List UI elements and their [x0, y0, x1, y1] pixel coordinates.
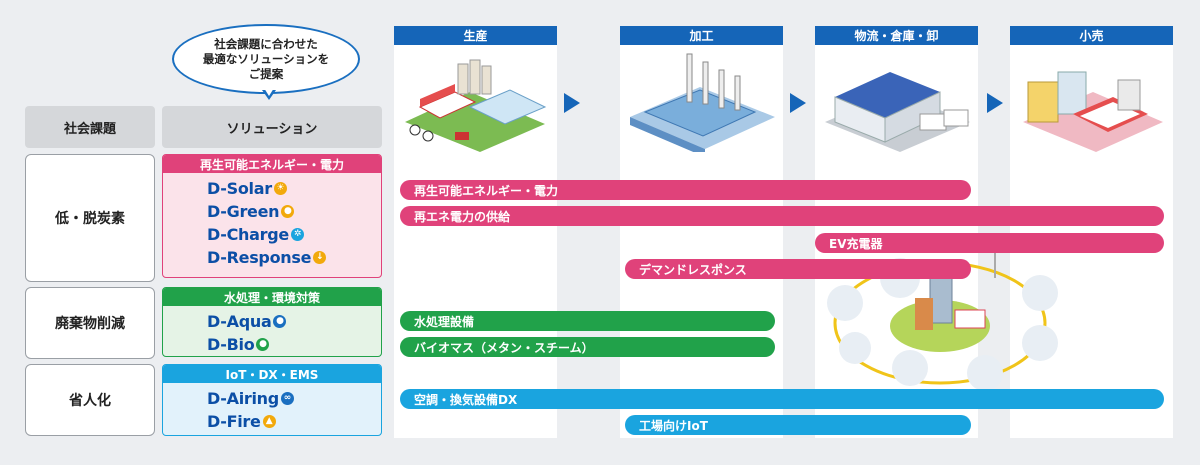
issue-label: 省人化: [69, 393, 111, 409]
product-d-green[interactable]: D-Green●: [163, 200, 381, 223]
bar-ev-charger[interactable]: EV充電器: [815, 233, 1164, 253]
solution-group-iot: IoT・DX・EMS D-Airing∞ D-Fire▲: [162, 364, 382, 436]
farm-illustration: [405, 59, 547, 152]
issue-decarbonization: 低・脱炭素: [25, 154, 155, 282]
solutions-header: ソリューション: [162, 106, 382, 148]
product-d-bio[interactable]: D-Bio●: [163, 333, 381, 356]
bar-renewable-supply[interactable]: 再エネ電力の供給: [400, 206, 1164, 226]
issues-header-label: 社会課題: [63, 121, 116, 137]
product-label: D-Response: [207, 248, 312, 267]
retail-illustration: [1023, 71, 1163, 152]
stage-header-processing: 加工: [620, 26, 783, 45]
issue-labor-saving: 省人化: [25, 364, 155, 436]
leaf-icon: ●: [256, 338, 270, 351]
solution-group-energy: 再生可能エネルギー・電力 D-Solar☀ D-Green● D-Charge✲…: [162, 154, 382, 278]
sun-icon: ☀: [273, 182, 287, 195]
down-arrow-icon: ↓: [313, 251, 327, 264]
gear-icon: ✲: [290, 228, 304, 241]
factory-illustration: [630, 53, 775, 152]
bar-hvac-dx[interactable]: 空調・換気設備DX: [400, 389, 1164, 409]
issue-label: 低・脱炭素: [55, 211, 125, 227]
stage-header-production: 生産: [394, 26, 557, 45]
callout-bubble: 社会課題に合わせた 最適なソリューションを ご提案: [172, 24, 360, 94]
solutions-header-label: ソリューション: [226, 121, 318, 137]
issue-label: 廃棄物削減: [55, 316, 125, 332]
callout-line-1: 社会課題に合わせた: [214, 36, 318, 51]
callout-line-3: ご提案: [248, 66, 284, 81]
bar-factory-iot[interactable]: 工場向けIoT: [625, 415, 971, 435]
product-label: D-Airing: [207, 389, 279, 408]
product-d-solar[interactable]: D-Solar☀: [163, 177, 381, 200]
flow-arrow-icon: [790, 93, 806, 113]
solution-group-title: 水処理・環境対策: [163, 288, 381, 306]
warehouse-illustration: [825, 72, 970, 152]
bar-demand-response[interactable]: デマンドレスポンス: [625, 259, 971, 279]
product-label: D-Solar: [207, 179, 272, 198]
smart-city-illustration: [827, 238, 1058, 391]
callout-line-2: 最適なソリューションを: [202, 51, 330, 66]
product-label: D-Aqua: [207, 312, 272, 331]
water-drop-icon: ●: [273, 315, 287, 328]
product-d-fire[interactable]: D-Fire▲: [163, 410, 381, 433]
issue-waste-reduction: 廃棄物削減: [25, 287, 155, 359]
flow-arrow-icon: [564, 93, 580, 113]
product-label: D-Fire: [207, 412, 261, 431]
flame-icon: ▲: [262, 415, 276, 428]
bar-renewable-energy[interactable]: 再生可能エネルギー・電力: [400, 180, 971, 200]
solution-group-title: 再生可能エネルギー・電力: [163, 155, 381, 173]
product-label: D-Green: [207, 202, 280, 221]
solution-group-water: 水処理・環境対策 D-Aqua● D-Bio●: [162, 287, 382, 357]
flow-arrow-icon: [987, 93, 1003, 113]
solution-group-title: IoT・DX・EMS: [163, 365, 381, 383]
product-d-charge[interactable]: D-Charge✲: [163, 223, 381, 246]
lightbulb-icon: ●: [281, 205, 295, 218]
product-label: D-Bio: [207, 335, 255, 354]
stage-header-retail: 小売: [1010, 26, 1173, 45]
product-d-response[interactable]: D-Response↓: [163, 246, 381, 269]
issues-header: 社会課題: [25, 106, 155, 148]
infinity-icon: ∞: [280, 392, 294, 405]
callout-tail-inner: [264, 88, 274, 96]
bar-water-treatment[interactable]: 水処理設備: [400, 311, 775, 331]
product-d-aqua[interactable]: D-Aqua●: [163, 310, 381, 333]
product-d-airing[interactable]: D-Airing∞: [163, 387, 381, 410]
stage-header-logistics: 物流・倉庫・卸: [815, 26, 978, 45]
product-label: D-Charge: [207, 225, 289, 244]
bar-biomass[interactable]: バイオマス（メタン・スチーム）: [400, 337, 775, 357]
